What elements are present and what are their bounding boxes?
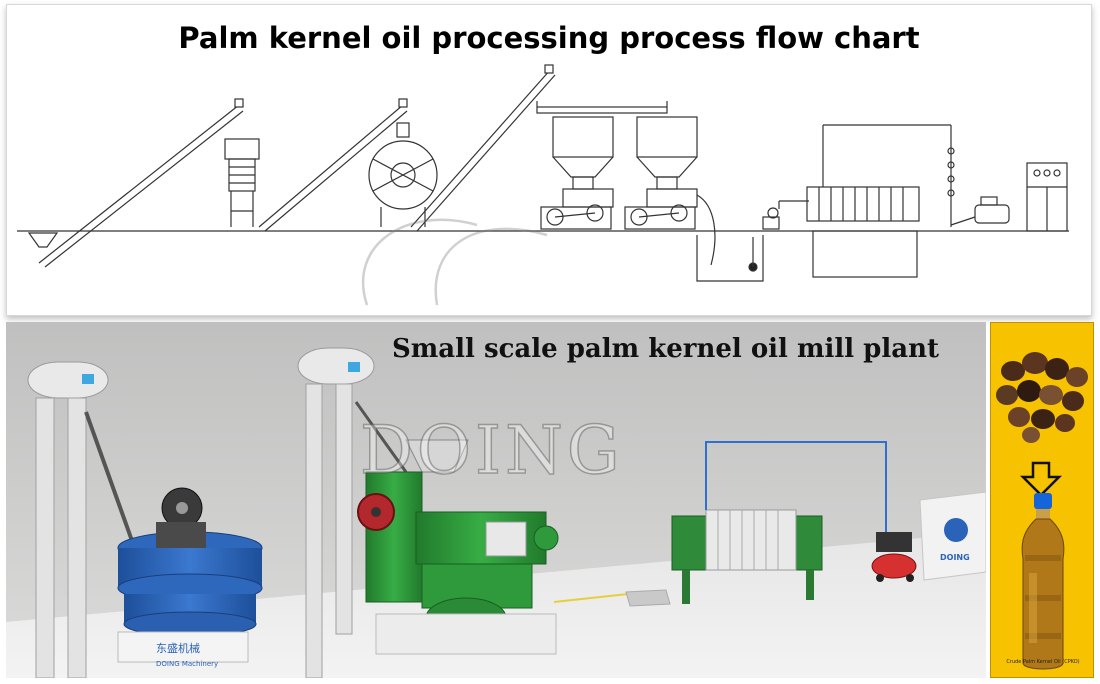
screw-conveyor-2: [258, 98, 408, 232]
blue-roasting-machine: [117, 487, 263, 663]
product-panel: Crude Palm Kernel Oil (CPKO): [990, 322, 1094, 678]
bottle-label: Crude Palm Kernel Oil (CPKO): [1006, 659, 1080, 665]
plate-filter-press-3d: [671, 441, 887, 604]
product-illustration: [996, 352, 1088, 670]
down-arrow-icon: [1019, 461, 1063, 497]
air-compressor-3d: [871, 532, 917, 582]
kernel-hopper: [27, 232, 59, 248]
green-screw-oil-press: [357, 439, 559, 655]
flow-chart-diagram: [17, 64, 1069, 306]
oil-pump: [762, 200, 809, 230]
screw-oil-press-2: [624, 116, 716, 266]
flow-chart-panel: Palm kernel oil processing process flow …: [6, 4, 1092, 316]
plant-render-title: Small scale palm kernel oil mill plant: [392, 334, 939, 364]
crude-oil-tank: [696, 235, 764, 282]
screw-conveyor-1: [38, 98, 244, 268]
roasting-drum: [368, 122, 438, 227]
doing-logo-watermark: [361, 218, 548, 306]
floor-pit: [625, 589, 671, 607]
left-sign-en: DOING Machinery: [156, 660, 218, 668]
screw-conveyor-3: [410, 64, 556, 232]
flow-chart-title: Palm kernel oil processing process flow …: [178, 21, 920, 55]
plant-render-illustration: 东盛机械 DOING Machinery: [6, 347, 986, 678]
control-cabinet: [1026, 162, 1068, 232]
distribution-conveyor: [536, 101, 668, 114]
bucket-elevator-1: [27, 361, 138, 678]
screw-oil-press-1: [540, 116, 614, 230]
kernel-crusher: [224, 138, 260, 227]
left-sign-cn: 东盛机械: [156, 641, 200, 655]
control-cabinet-3d: [919, 491, 986, 581]
bucket-elevator-2: [297, 347, 408, 678]
palm-kernels-image: [996, 352, 1088, 443]
right-sign-brand: DOING: [940, 553, 970, 562]
air-compressor: [950, 196, 1010, 226]
oil-bottle-image: [1021, 493, 1065, 670]
plate-filter-press: [806, 124, 952, 278]
valve-column: [947, 145, 955, 227]
plant-render-panel: 东盛机械 DOING Machinery: [6, 322, 986, 678]
